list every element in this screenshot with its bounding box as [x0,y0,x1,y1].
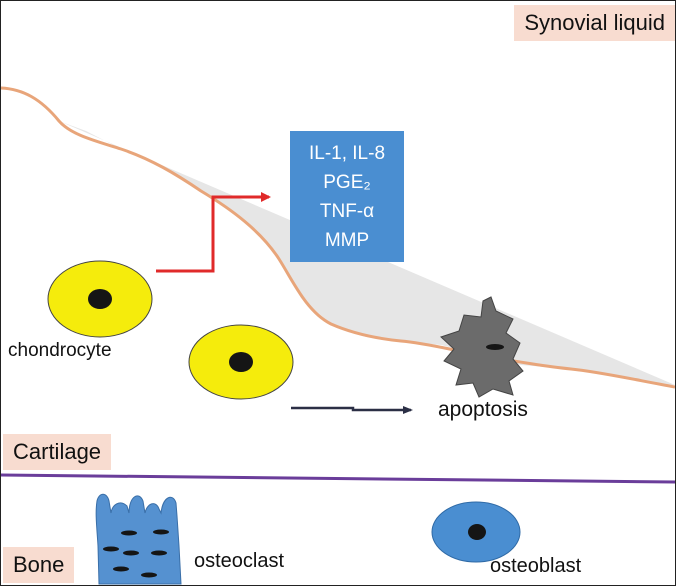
cartilage-bone-boundary [1,473,675,484]
signal-arrow [156,192,271,273]
osteoblast-label: osteoblast [490,555,582,577]
apoptosis-label: apoptosis [438,398,528,421]
osteoclast-label: osteoclast [194,550,285,572]
mediator-mmp: MMP [324,229,370,251]
mediator-pge: PGE₂ [323,171,371,193]
inflammatory-mediators-box: IL-1, IL-8 PGE₂ TNF-α MMP [290,131,404,262]
cartilage-label: Cartilage [3,434,112,470]
synovial-liquid-label: Synovial liquid [514,5,675,41]
osteoblast-cell [431,501,521,563]
chondrocyte-label: chondrocyte [8,340,112,361]
mediator-tnf: TNF-α [319,200,375,222]
cartilage-surface-line [1,86,675,389]
osteoclast-cell [95,493,182,585]
bone-label: Bone [3,547,75,583]
chondrocyte-cell-1 [47,260,153,338]
mediator-il: IL-1, IL-8 [308,142,386,164]
chondrocyte-cell-2 [188,324,294,400]
apoptotic-cell [440,296,524,398]
process-arrow [291,406,413,414]
